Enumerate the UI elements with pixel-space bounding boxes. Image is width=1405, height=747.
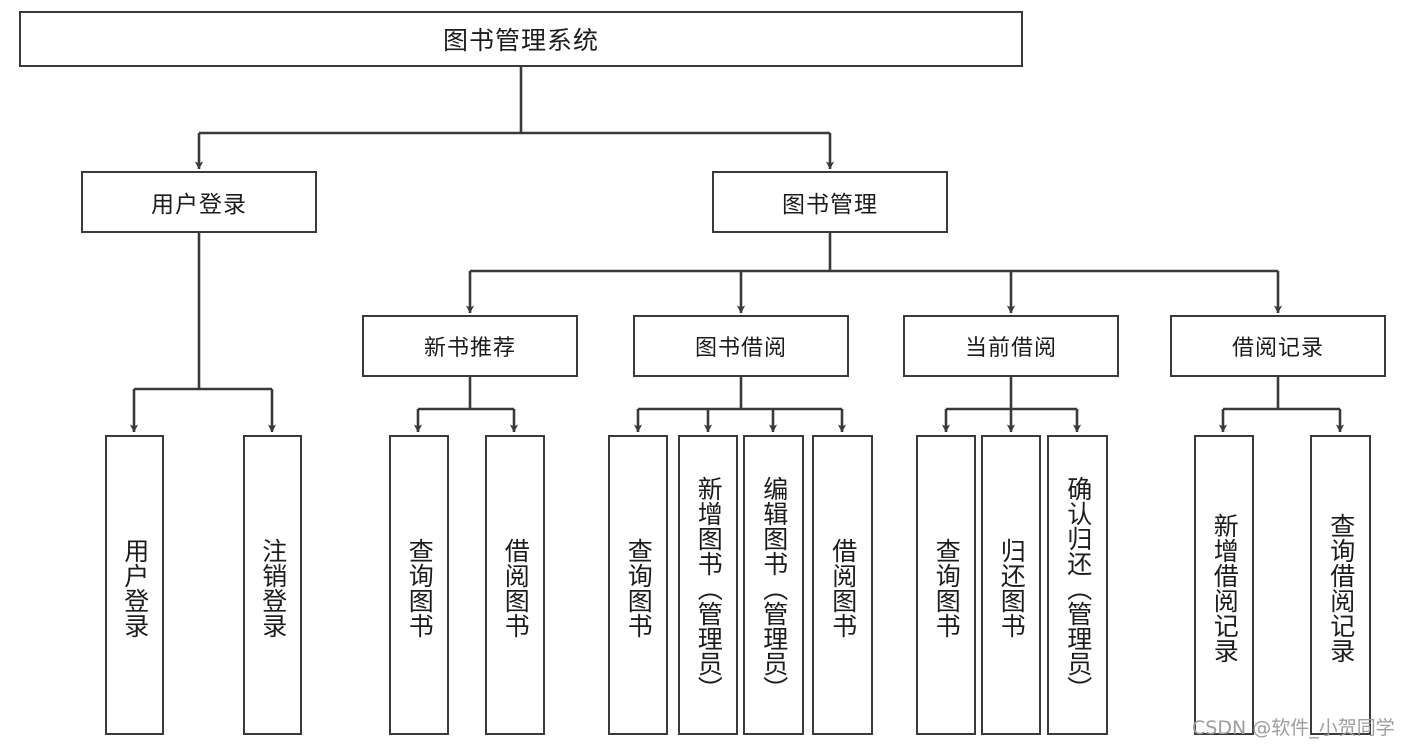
leaf-borrow-edit-book-admin-label: 编辑图书（管理员） [759, 475, 789, 701]
leaf-borrow-edit-book-admin[interactable]: 编辑图书（管理员） [743, 435, 804, 735]
leaf-newbook-query-book-label: 查询图书 [405, 538, 435, 638]
leaf-newbook-borrow-book[interactable]: 借阅图书 [485, 435, 545, 735]
leaf-current-query-book[interactable]: 查询图书 [916, 435, 976, 735]
node-root-label: 图书管理系统 [442, 26, 599, 55]
node-borrow-record[interactable]: 借阅记录 [1170, 315, 1386, 377]
node-new-book-recommend-label: 新书推荐 [423, 336, 516, 361]
node-borrow-record-label: 借阅记录 [1231, 336, 1324, 361]
leaf-borrow-add-book-admin[interactable]: 新增图书（管理员） [678, 435, 738, 735]
leaf-current-return-book-label: 归还图书 [997, 538, 1027, 638]
leaf-record-add-record-label: 新增借阅记录 [1210, 513, 1240, 663]
node-user-login-label: 用户登录 [151, 192, 247, 218]
node-book-borrow[interactable]: 图书借阅 [633, 315, 849, 377]
node-book-management[interactable]: 图书管理 [712, 171, 948, 233]
node-book-management-label: 图书管理 [782, 192, 878, 218]
node-book-borrow-label: 图书借阅 [694, 336, 787, 361]
node-current-borrow[interactable]: 当前借阅 [903, 315, 1119, 377]
leaf-logout-login[interactable]: 注销登录 [243, 435, 302, 735]
node-user-login[interactable]: 用户登录 [81, 171, 317, 233]
leaf-borrow-add-book-admin-label: 新增图书（管理员） [694, 475, 724, 701]
leaf-user-login-label: 用户登录 [120, 538, 150, 638]
leaf-newbook-borrow-book-label: 借阅图书 [501, 538, 531, 638]
leaf-current-return-book[interactable]: 归还图书 [981, 435, 1041, 735]
leaf-record-add-record[interactable]: 新增借阅记录 [1194, 435, 1254, 735]
leaf-borrow-borrow-book-label: 借阅图书 [828, 538, 858, 638]
leaf-newbook-query-book[interactable]: 查询图书 [389, 435, 449, 735]
node-new-book-recommend[interactable]: 新书推荐 [362, 315, 578, 377]
leaf-current-confirm-return-admin-label: 确认归还（管理员） [1063, 475, 1093, 701]
watermark: CSDN @软件_小贺同学 [1192, 717, 1395, 739]
leaf-current-query-book-label: 查询图书 [932, 538, 962, 638]
leaf-borrow-borrow-book[interactable]: 借阅图书 [812, 435, 873, 735]
leaf-user-login[interactable]: 用户登录 [105, 435, 164, 735]
leaf-borrow-query-book[interactable]: 查询图书 [608, 435, 668, 735]
leaf-record-query-record[interactable]: 查询借阅记录 [1310, 435, 1371, 735]
node-current-borrow-label: 当前借阅 [964, 336, 1057, 361]
leaf-record-query-record-label: 查询借阅记录 [1326, 513, 1356, 663]
leaf-borrow-query-book-label: 查询图书 [624, 538, 654, 638]
leaf-current-confirm-return-admin[interactable]: 确认归还（管理员） [1047, 435, 1108, 735]
node-root[interactable]: 图书管理系统 [19, 11, 1023, 67]
leaf-logout-login-label: 注销登录 [258, 538, 288, 638]
